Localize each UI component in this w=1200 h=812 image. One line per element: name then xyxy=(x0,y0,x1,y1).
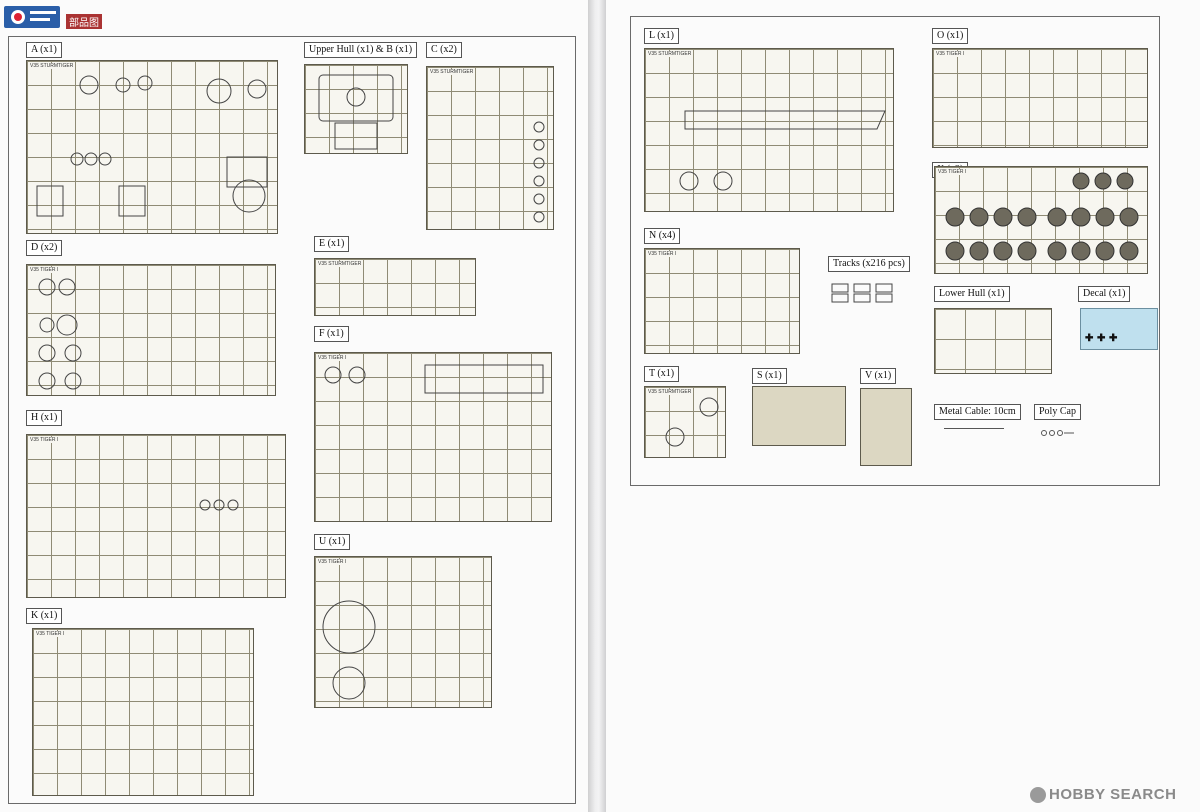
sprue-e: V35 STURMTIGER xyxy=(314,258,476,316)
sprue-l: V35 STURMTIGER xyxy=(644,48,894,212)
sprue-a: V35 STURMTIGER xyxy=(26,60,278,234)
label-decal: Decal (x1) xyxy=(1078,286,1131,302)
metal-cable xyxy=(944,428,1004,429)
label-metal-cable: Metal Cable: 10cm xyxy=(934,404,1021,420)
sprue-label-v: V (x1) xyxy=(860,368,897,384)
sprue-t: V35 STURMTIGER xyxy=(644,386,726,458)
sprue-label-e: E (x1) xyxy=(314,236,350,252)
sprue-x: V35 TIGER I xyxy=(934,166,1148,274)
sprue-label-o: O (x1) xyxy=(932,28,969,44)
label-lower-hull: Lower Hull (x1) xyxy=(934,286,1010,302)
sprue-tag-f: V35 TIGER I xyxy=(317,355,348,361)
label-poly-cap: Poly Cap xyxy=(1034,404,1081,420)
sprue-tag-l: V35 STURMTIGER xyxy=(647,51,693,57)
decal-sheet: ✚ ✚ ✚ xyxy=(1080,308,1158,350)
sprue-tag-h: V35 TIGER I xyxy=(29,437,60,443)
sprue-upper-hull-b xyxy=(304,64,408,154)
sprue-label-upper-hull-b: Upper Hull (x1) & B (x1) xyxy=(304,42,418,58)
watermark-logo: 部品图 xyxy=(4,4,106,30)
sprue-label-f: F (x1) xyxy=(314,326,349,342)
sprue-f: V35 TIGER I xyxy=(314,352,552,522)
sprue-tag-u: V35 TIGER I xyxy=(317,559,348,565)
tracks-parts xyxy=(830,280,896,306)
sprue-label-s: S (x1) xyxy=(752,368,787,384)
sprue-tag-c: V35 STURMTIGER xyxy=(429,69,475,75)
label-tracks: Tracks (x216 pcs) xyxy=(828,256,910,272)
photo-etch-s xyxy=(752,386,846,446)
sprue-tag-a: V35 STURMTIGER xyxy=(29,63,75,69)
sprue-tag-k: V35 TIGER I xyxy=(35,631,66,637)
watermark-text: 部品图 xyxy=(66,14,102,29)
hobby-search-logo-icon xyxy=(1030,787,1046,804)
sprue-u: V35 TIGER I xyxy=(314,556,492,708)
sprue-tag-x: V35 TIGER I xyxy=(937,169,968,175)
right-page-frame xyxy=(630,16,1160,486)
sprue-h: V35 TIGER I xyxy=(26,434,286,598)
sprue-label-d: D (x2) xyxy=(26,240,63,256)
poly-cap-parts xyxy=(1040,424,1076,436)
sprue-tag-o: V35 TIGER I xyxy=(935,51,966,57)
left-page-frame xyxy=(8,36,576,804)
sprue-label-l: L (x1) xyxy=(644,28,679,44)
hobby-search-text: HOBBY SEARCH xyxy=(1049,786,1177,803)
sprue-label-t: T (x1) xyxy=(644,366,680,382)
sprue-label-k: K (x1) xyxy=(26,608,63,624)
photo-etch-v xyxy=(860,388,912,466)
decal-balkenkreuz-3-icon: ✚ xyxy=(1109,333,1118,344)
decal-balkenkreuz-2-icon: ✚ xyxy=(1097,333,1106,344)
hobby-search-watermark: HOBBY SEARCH xyxy=(1030,786,1196,806)
sprue-label-u: U (x1) xyxy=(314,534,351,550)
book-spine xyxy=(588,0,606,812)
sprue-tag-n: V35 TIGER I xyxy=(647,251,678,257)
sprue-tag-t: V35 STURMTIGER xyxy=(647,389,693,395)
sprue-label-c: C (x2) xyxy=(426,42,462,58)
sprue-o: V35 TIGER I xyxy=(932,48,1148,148)
part-lower-hull xyxy=(934,308,1052,374)
sprue-k: V35 TIGER I xyxy=(32,628,254,796)
sprue-d: V35 TIGER I xyxy=(26,264,276,396)
decal-balkenkreuz-1-icon: ✚ xyxy=(1085,333,1094,344)
sprue-tag-e: V35 STURMTIGER xyxy=(317,261,363,267)
sprue-label-h: H (x1) xyxy=(26,410,63,426)
sprue-c: V35 STURMTIGER xyxy=(426,66,554,230)
sprue-n: V35 TIGER I xyxy=(644,248,800,354)
sprue-label-a: A (x1) xyxy=(26,42,62,58)
sprue-label-n: N (x4) xyxy=(644,228,681,244)
sprue-tag-d: V35 TIGER I xyxy=(29,267,60,273)
